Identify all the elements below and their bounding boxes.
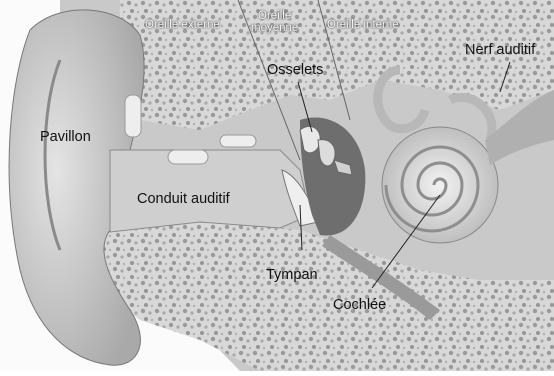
label-oreille-moyenne: Oreille moyenne bbox=[251, 10, 298, 34]
label-cochlee: Cochlée bbox=[333, 297, 386, 313]
label-oreille-moyenne-line2: moyenne bbox=[251, 22, 298, 34]
cochlea-body bbox=[382, 127, 498, 243]
label-oreille-externe: Oreille externe bbox=[145, 19, 220, 31]
label-pavillon: Pavillon bbox=[40, 129, 91, 145]
cartilage-2 bbox=[168, 150, 208, 164]
label-oreille-interne: Oreille interne bbox=[327, 19, 399, 31]
label-oreille-moyenne-line1: Oreille bbox=[251, 10, 298, 22]
cartilage-3 bbox=[220, 135, 256, 147]
label-conduit-auditif: Conduit auditif bbox=[137, 191, 230, 207]
label-nerf-auditif: Nerf auditif bbox=[465, 42, 535, 58]
label-tympan: Tympan bbox=[266, 267, 318, 283]
label-osselets: Osselets bbox=[267, 62, 323, 78]
cartilage-1 bbox=[125, 95, 141, 137]
